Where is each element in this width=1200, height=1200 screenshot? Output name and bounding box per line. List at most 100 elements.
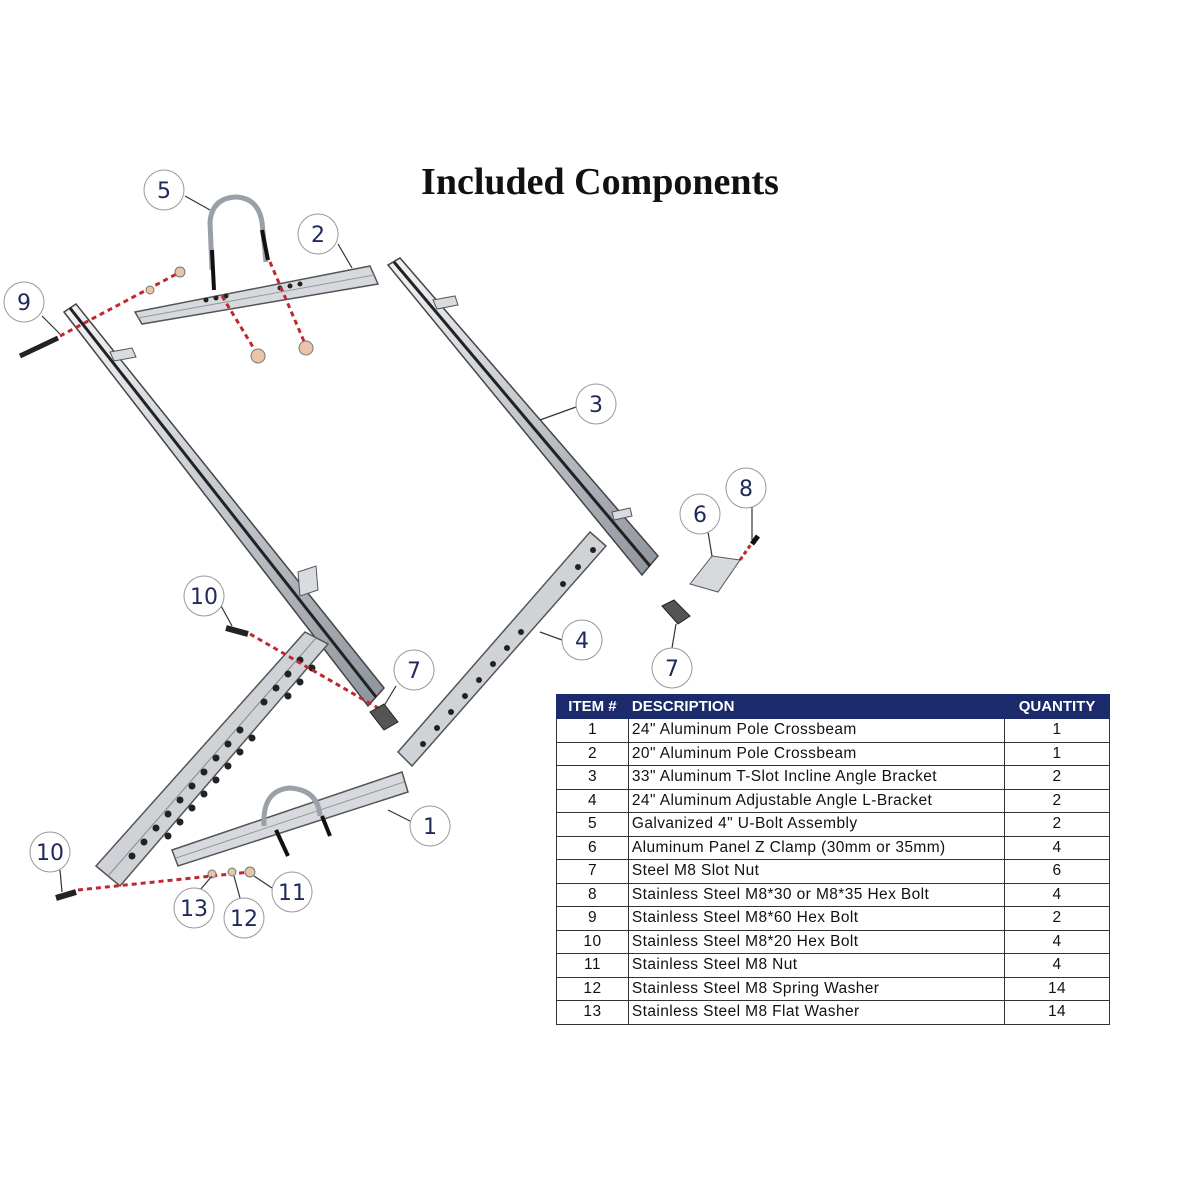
cell-description: Steel M8 Slot Nut: [627, 859, 1006, 884]
col-header-item: ITEM #: [556, 694, 629, 719]
svg-text:7: 7: [407, 659, 421, 684]
svg-text:12: 12: [230, 907, 258, 932]
cell-item-number: 12: [556, 976, 629, 1001]
leader-lines: [41, 195, 753, 899]
cell-item-number: 7: [556, 859, 629, 884]
cell-description: Stainless Steel M8 Spring Washer: [627, 976, 1006, 1001]
cell-item-number: 3: [556, 765, 629, 790]
svg-text:1: 1: [423, 815, 437, 840]
cell-item-number: 10: [556, 929, 629, 954]
callout-13: 13: [173, 887, 215, 929]
cell-quantity: 2: [1004, 788, 1110, 813]
cell-item-number: 2: [556, 741, 629, 766]
callout-12: 12: [223, 897, 265, 939]
cell-description: 33" Aluminum T-Slot Incline Angle Bracke…: [627, 765, 1006, 790]
svg-text:10: 10: [36, 841, 64, 866]
svg-text:6: 6: [693, 503, 707, 528]
callout-6: 6: [679, 493, 721, 535]
callout-1: 1: [409, 805, 451, 847]
cell-quantity: 2: [1004, 765, 1110, 790]
cell-quantity: 14: [1004, 976, 1110, 1001]
part-9-hex-bolt: [18, 266, 186, 359]
part-4-l-bracket-left: [94, 631, 330, 888]
cell-item-number: 11: [556, 953, 629, 978]
cell-quantity: 4: [1004, 882, 1110, 907]
diagram-title: Included Components: [421, 161, 779, 203]
cell-item-number: 8: [556, 882, 629, 907]
cell-description: Stainless Steel M8*30 or M8*35 Hex Bolt: [627, 882, 1006, 907]
callout-11: 11: [271, 871, 313, 913]
cell-description: Galvanized 4" U-Bolt Assembly: [627, 812, 1006, 837]
part-3-tslot-rail-right: [386, 257, 659, 577]
svg-text:3: 3: [589, 393, 603, 418]
callout-7-left: 7: [393, 649, 435, 691]
part-7-slot-nut-left: [369, 703, 399, 731]
svg-text:8: 8: [739, 477, 753, 502]
cell-quantity: 4: [1004, 929, 1110, 954]
part-7-slot-nut-right: [661, 599, 691, 625]
cell-description: Stainless Steel M8*20 Hex Bolt: [627, 929, 1006, 954]
cell-quantity: 4: [1004, 953, 1110, 978]
cell-item-number: 4: [556, 788, 629, 813]
callouts: 5 2 9 3 6 8 10 7 4 7 1 10 13 12 11: [3, 169, 767, 939]
cell-quantity: 14: [1004, 1000, 1110, 1025]
callout-8: 8: [725, 467, 767, 509]
callout-9: 9: [3, 281, 45, 323]
part-5-u-bolt-top: [207, 194, 314, 364]
cell-quantity: 1: [1004, 741, 1110, 766]
cell-description: Aluminum Panel Z Clamp (30mm or 35mm): [627, 835, 1006, 860]
cell-description: Stainless Steel M8*60 Hex Bolt: [627, 906, 1006, 931]
cell-item-number: 13: [556, 1000, 629, 1025]
svg-text:9: 9: [17, 291, 31, 316]
cell-item-number: 5: [556, 812, 629, 837]
svg-text:11: 11: [278, 881, 306, 906]
cell-description: Stainless Steel M8 Nut: [627, 953, 1006, 978]
cell-description: 24" Aluminum Adjustable Angle L-Bracket: [627, 788, 1006, 813]
callout-4: 4: [561, 619, 603, 661]
svg-text:4: 4: [575, 629, 589, 654]
cell-item-number: 1: [556, 718, 629, 743]
cell-description: Stainless Steel M8 Flat Washer: [627, 1000, 1006, 1025]
part-10-hex-bolt-lower: [55, 866, 256, 901]
part-6-z-clamp: [689, 534, 760, 593]
callout-10-upper: 10: [183, 575, 225, 617]
cell-description: 24" Aluminum Pole Crossbeam: [627, 718, 1006, 743]
table-header-row: ITEM # DESCRIPTION QUANTITY: [556, 694, 1110, 719]
part-10-hex-bolt-upper: [225, 625, 386, 714]
part-3-tslot-rail-left: [62, 302, 385, 708]
callout-5: 5: [143, 169, 185, 211]
callout-7-right: 7: [651, 647, 693, 689]
col-header-description: DESCRIPTION: [627, 694, 1006, 719]
svg-text:2: 2: [311, 223, 325, 248]
cell-description: 20" Aluminum Pole Crossbeam: [627, 741, 1006, 766]
svg-text:5: 5: [157, 179, 171, 204]
callout-2: 2: [297, 213, 339, 255]
cell-quantity: 2: [1004, 906, 1110, 931]
part-2-crossbeam: [133, 265, 380, 325]
col-header-quantity: QUANTITY: [1004, 694, 1110, 719]
cell-quantity: 6: [1004, 859, 1110, 884]
callout-10-lower: 10: [29, 831, 71, 873]
svg-text:10: 10: [190, 585, 218, 610]
callout-3: 3: [575, 383, 617, 425]
svg-text:7: 7: [665, 657, 679, 682]
cell-item-number: 6: [556, 835, 629, 860]
cell-quantity: 4: [1004, 835, 1110, 860]
cell-quantity: 1: [1004, 718, 1110, 743]
svg-text:13: 13: [180, 897, 208, 922]
cell-item-number: 9: [556, 906, 629, 931]
